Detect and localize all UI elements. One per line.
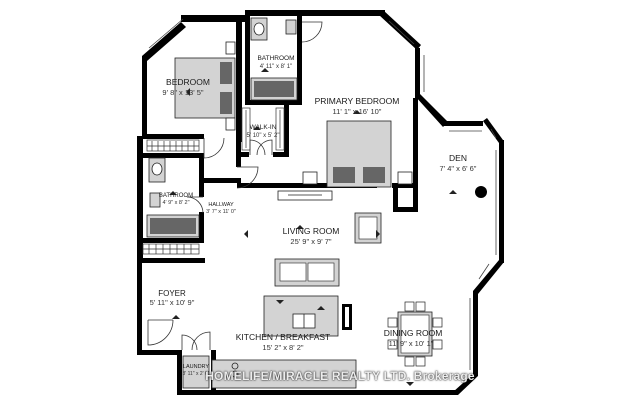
- wall-walkin-left: [236, 105, 241, 155]
- outer-walls: [137, 10, 504, 395]
- wall-lbath-right: [199, 153, 204, 197]
- wall-foyer-top: [137, 258, 205, 263]
- bathroom-top-name: BATHROOM: [257, 55, 294, 62]
- wall-den-top-right: [483, 118, 503, 143]
- bedroom-furniture: [174, 41, 236, 131]
- direction-arrows: [169, 68, 457, 386]
- den-features: [475, 186, 487, 198]
- wall-top: [245, 10, 385, 16]
- brokerage-watermark: HOMELIFE/MIRACLE REALTY LTD. Brokerage: [205, 369, 475, 383]
- wall-dining-bottom-right: [453, 374, 478, 395]
- wall-bath-right: [297, 16, 302, 104]
- living-room-dims: 25' 9" x 9' 7": [290, 237, 331, 246]
- bedroom-dims: 9' 8" x 13' 5": [162, 88, 203, 97]
- bathroom-left-dims: 4' 9" x 8' 2": [162, 200, 189, 206]
- living-furniture: [274, 190, 382, 287]
- wall-bath-bottom: [245, 100, 302, 105]
- wall-den-right: [499, 140, 504, 263]
- wall-walkin-right: [284, 105, 289, 155]
- left-bathroom-fixtures: [146, 157, 200, 238]
- windows: [148, 18, 497, 370]
- primary-bed: [302, 120, 413, 188]
- wall-top-left: [181, 15, 245, 22]
- wall-laundry-left: [177, 350, 182, 395]
- wall-hall-top: [203, 178, 241, 183]
- wall-bottom: [360, 390, 458, 395]
- hallway-name: HALLWAY: [208, 202, 234, 208]
- bathroom-top-dims: 4' 11" x 8' 1": [260, 64, 292, 70]
- wall-hall-stub: [236, 157, 241, 167]
- wall-lbath-top: [142, 153, 203, 158]
- top-bathroom-fixtures: [250, 17, 298, 101]
- bathroom-left-name: BATHROOM: [159, 193, 193, 199]
- foyer-name: FOYER: [158, 289, 186, 298]
- laundry-dims: 3' 11" x 2' 0": [182, 371, 209, 377]
- wall-lbath-right-lower: [199, 212, 204, 242]
- wall-den-bottom-right: [473, 260, 504, 294]
- primary-bedroom-dims: 11' 1" x 16' 10": [333, 107, 382, 116]
- wall-den-box-b: [393, 207, 418, 212]
- wall-den-diagonal: [415, 94, 448, 127]
- kitchen-dims: 15' 2" x 8' 2": [262, 343, 303, 352]
- wall-left-bedroom: [142, 56, 147, 136]
- wall-bath-left: [245, 16, 250, 104]
- wall-bedroom-right: [236, 22, 242, 142]
- dining-room-dims: 11' 9" x 10' 1": [389, 339, 434, 348]
- wall-primary-den: [413, 98, 418, 188]
- laundry-name: LAUNDRY: [183, 364, 210, 370]
- wall-laundry-bottom: [177, 390, 217, 395]
- walk-in-name: WALK-IN: [250, 124, 277, 131]
- room-labels: BEDROOM 9' 8" x 13' 5" BATHROOM 4' 11" x…: [150, 55, 477, 377]
- laundry-fixtures: [182, 355, 210, 389]
- wall-bedroom-bottom: [142, 134, 204, 139]
- wall-left-foyer: [137, 258, 142, 353]
- wall-top-left-diagonal: [142, 22, 186, 61]
- kitchen-column-inner: [345, 307, 349, 327]
- primary-bedroom-name: PRIMARY BEDROOM: [315, 96, 400, 106]
- wall-walkin-bottom-r: [273, 152, 289, 157]
- doors: [147, 21, 323, 351]
- den-dims: 7' 4" x 6' 6": [440, 164, 477, 173]
- wall-foyer-bottom: [137, 350, 177, 355]
- wall-primary-bottom: [237, 183, 377, 188]
- kitchen-fixtures: [211, 295, 357, 389]
- wall-walkin-bottom-l: [236, 152, 249, 157]
- kitchen-name: KITCHEN / BREAKFAST: [236, 332, 330, 342]
- hallway-dims: 3' 7" x 11' 0": [206, 209, 236, 215]
- dining-table: [387, 301, 443, 367]
- wall-top-right-diagonal: [379, 10, 421, 50]
- wall-left-bath: [137, 136, 143, 258]
- wall-den-top: [443, 121, 483, 126]
- dining-room-name: DINING ROOM: [384, 328, 443, 338]
- wall-dining-right: [473, 291, 478, 376]
- wall-bottom-kitchen: [205, 390, 360, 395]
- wall-lbath-bottom: [142, 238, 204, 243]
- wall-primary-right: [415, 48, 420, 98]
- walk-in-dims: 5' 10" x 5' 2": [247, 133, 280, 139]
- foyer-dims: 5' 11" x 10' 9": [150, 298, 195, 307]
- wall-primary-bottom-r: [392, 183, 415, 188]
- wall-den-box-r: [413, 188, 418, 210]
- wall-den-box-l: [393, 188, 398, 210]
- living-room-name: LIVING ROOM: [283, 226, 340, 236]
- bedroom-name: BEDROOM: [166, 77, 210, 87]
- den-name: DEN: [449, 153, 467, 163]
- closets: [142, 107, 285, 255]
